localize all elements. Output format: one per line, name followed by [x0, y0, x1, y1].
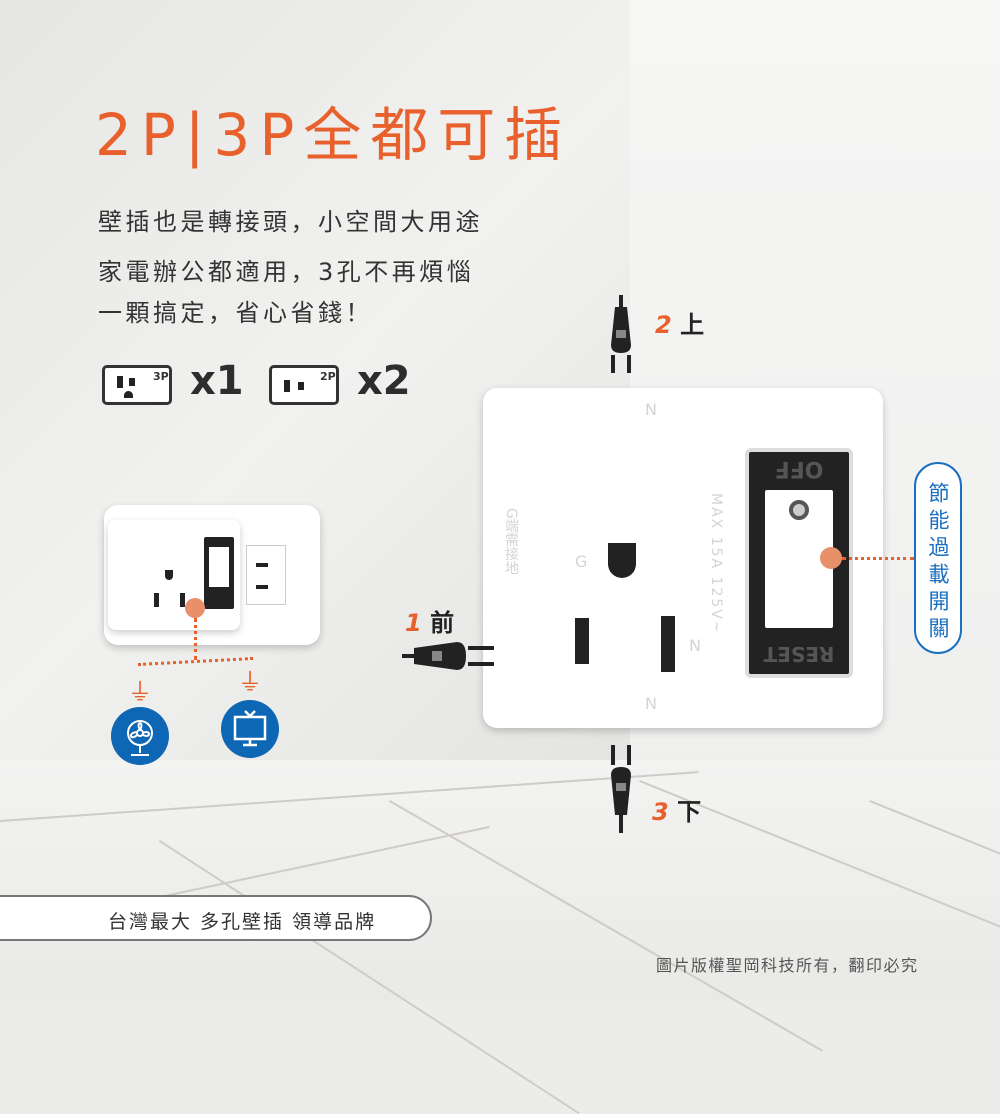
callout-tag: 節能過載開關: [914, 462, 962, 654]
marking-bottom-n: N: [645, 694, 657, 713]
plug-front-icon: [402, 638, 498, 674]
hot-slot: [575, 618, 589, 664]
description-line-3: 一顆搞定，省心省錢！: [98, 299, 373, 327]
outlet-faceplate: N G N N G端需接地 MAX 15A 125V~ OFF RESET: [483, 388, 883, 728]
plug-bottom-icon: [605, 745, 637, 835]
switch-off-label: OFF: [774, 456, 824, 481]
neutral-slot: [661, 616, 675, 672]
plug-top-label: 2 上: [655, 311, 705, 339]
socket-2p-count: x2: [357, 358, 411, 404]
slogan-banner: 台灣最大 多孔壁插 領導品牌: [0, 895, 432, 941]
adapter-illustration: [108, 520, 240, 630]
floor-background: [0, 760, 1000, 1114]
socket-2p-icon: 2P: [269, 365, 339, 405]
headline: 2P|3P全都可插: [95, 101, 572, 169]
plug-front-label: 1 前: [405, 609, 455, 637]
rating-label: MAX 15A 125V~: [708, 493, 724, 635]
description-line-2: 家電辦公都適用，3孔不再煩惱: [98, 258, 475, 286]
connector-line: [194, 618, 197, 660]
ground-note: G端需接地: [503, 508, 519, 575]
marking-ground: G: [575, 552, 588, 571]
plug-bottom-label: 3 下: [652, 798, 702, 826]
ground-slot: [608, 543, 636, 578]
fan-icon: [111, 707, 169, 765]
plug-icon: ⏚: [238, 668, 262, 696]
plug-icon: ⏚: [128, 678, 152, 706]
indicator-light-icon: [789, 500, 809, 520]
socket-3p-count: x1: [190, 358, 244, 404]
switch-hotspot-dot: [820, 547, 842, 569]
description-line-1: 壁插也是轉接頭，小空間大用途: [98, 208, 483, 236]
socket-3p-icon: 3P: [102, 365, 172, 405]
hotspot-dot: [185, 598, 205, 618]
connector-line: [842, 557, 914, 560]
socket-3p-label: 3P: [153, 370, 169, 383]
plug-top-icon: [605, 295, 637, 375]
copyright-notice: 圖片版權聖岡科技所有，翻印必究: [656, 956, 919, 975]
switch-reset-label: RESET: [763, 642, 835, 666]
tv-icon: [221, 700, 279, 758]
marking-neutral: N: [689, 636, 701, 655]
socket-2p-label: 2P: [320, 370, 336, 383]
marking-top-n: N: [645, 400, 657, 419]
